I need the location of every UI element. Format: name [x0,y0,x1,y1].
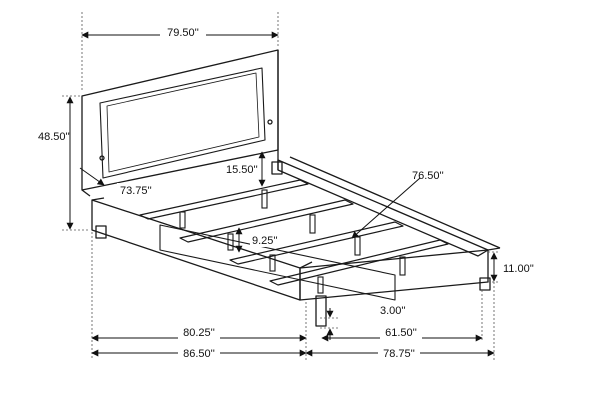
rail-bracket [271,161,283,175]
center-rail [159,224,396,301]
leg-back-right [479,277,491,291]
slat-supports [179,189,406,294]
back-rail-top [289,156,501,249]
support-6 [354,236,361,256]
slats [139,179,449,286]
slat-3 [229,221,404,265]
label-overall-width: 79.50'' [167,27,199,39]
dim-line-headboard-depth [79,167,105,186]
label-headboard-depth: 73.75'' [120,185,152,197]
leg-front-left [95,225,107,239]
back-rail-end [487,247,501,251]
label-inner-length: 80.25'' [183,327,215,339]
front-side-rail-top [91,197,105,201]
support-2 [261,189,268,209]
headboard-panel-inner [106,72,260,173]
label-leg-height: 3.00'' [380,305,406,317]
support-1 [179,211,186,229]
dim-line-side-rail [351,177,421,239]
support-4 [309,214,316,234]
label-side-rail-length: 76.50'' [412,170,444,182]
back-side-rail [277,159,489,257]
support-7 [317,276,324,294]
headboard [81,49,279,197]
label-footboard-height: 11.00'' [503,263,534,275]
slat-1 [139,179,309,220]
support-3 [227,233,234,251]
footboard-top-inner [299,261,313,269]
label-outer-width: 78.75'' [383,348,415,360]
support-8 [399,256,406,276]
headboard-screw-right [267,119,273,125]
headboard-panel [99,67,266,179]
slat-2 [179,199,354,243]
slat-4 [269,239,449,286]
label-inner-width: 61.50'' [385,327,417,339]
label-rail-height: 15.50'' [226,164,258,176]
dimension-labels: 79.50'' 48.50'' 73.75'' 15.50'' 9.25'' 7… [38,25,534,360]
label-outer-length: 86.50'' [183,348,215,360]
label-headboard-height: 48.50'' [38,131,70,143]
front-side-rail [91,199,301,301]
bed-frame [91,156,501,327]
leg-front-right [315,295,327,327]
support-5 [269,254,276,272]
headboard-bottom-edge [81,189,91,197]
label-slat-gap: 9.25'' [252,235,278,247]
headboard-screw-left [99,155,105,161]
